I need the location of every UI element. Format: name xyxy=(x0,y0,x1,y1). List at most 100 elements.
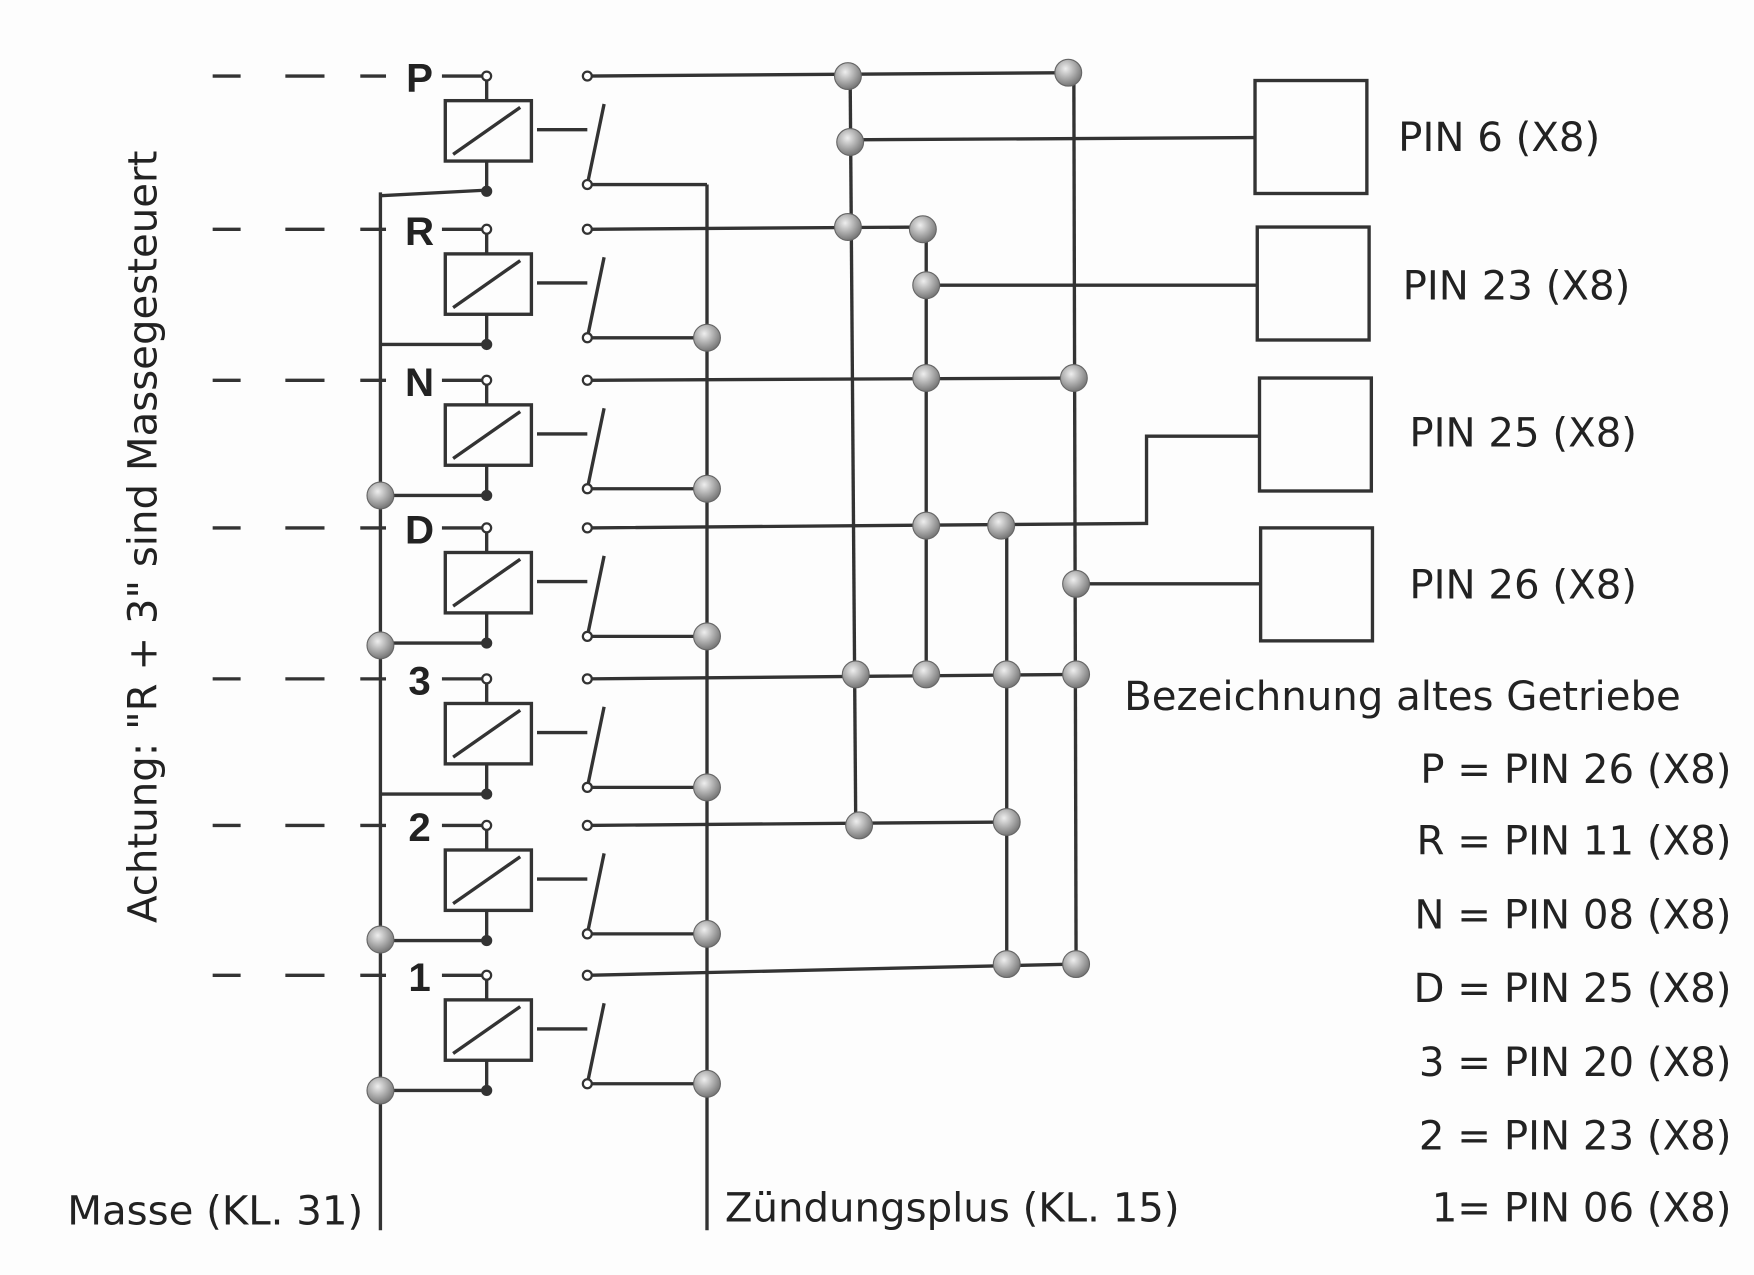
terminal-pin xyxy=(481,489,493,502)
output-label: PIN 26 (X8) xyxy=(1409,562,1637,608)
vertical-bus xyxy=(1072,72,1078,965)
terminal-pin xyxy=(581,673,593,685)
junction-node xyxy=(836,128,865,157)
coil-slash xyxy=(452,708,522,759)
terminal-pin xyxy=(481,185,493,197)
coil-slash xyxy=(452,105,522,156)
junction-node xyxy=(992,660,1021,689)
junction-node xyxy=(693,773,721,802)
coil-wire xyxy=(441,526,489,553)
terminal-pin xyxy=(581,178,593,191)
junction-node xyxy=(693,1069,721,1098)
junction-node xyxy=(366,1076,395,1105)
relay-label-N: N xyxy=(405,360,434,405)
terminal-pin xyxy=(481,819,493,831)
junction-node xyxy=(833,62,862,91)
output-box xyxy=(1257,376,1374,493)
terminal-pin xyxy=(581,374,593,386)
terminal-pin xyxy=(481,1084,493,1097)
ignition-bus-label: Zündungsplus (KL. 15) xyxy=(725,1185,1180,1231)
coil-slash xyxy=(452,557,522,608)
coil-slash xyxy=(452,410,522,460)
output-label: PIN 23 (X8) xyxy=(1403,264,1631,310)
terminal-pin xyxy=(481,223,493,235)
contact-D xyxy=(587,434,1260,530)
terminal-pin xyxy=(481,935,493,947)
terminal-pin xyxy=(481,969,493,981)
junction-node xyxy=(987,511,1016,540)
legend-item: 1= PIN 06 (X8) xyxy=(1432,1185,1732,1231)
relay-label-P: P xyxy=(406,56,433,101)
junction-node xyxy=(693,919,721,948)
junction-node xyxy=(992,808,1021,837)
output-box xyxy=(1258,526,1375,643)
coil-wire xyxy=(441,973,489,1000)
terminal-pin xyxy=(581,483,593,495)
junction-node xyxy=(992,950,1021,979)
contact-R xyxy=(587,225,923,231)
switch-blade xyxy=(585,706,606,788)
junction-node xyxy=(1062,569,1091,598)
terminal-pin xyxy=(581,70,593,82)
terminal-pin xyxy=(481,788,493,800)
ground-wire xyxy=(380,188,487,198)
terminal-pin xyxy=(581,223,593,235)
junction-node xyxy=(1054,58,1083,87)
junction-node xyxy=(693,474,721,503)
output-box xyxy=(1255,225,1371,342)
relay-label-D: D xyxy=(405,508,434,553)
output-box xyxy=(1253,78,1369,196)
junction-node xyxy=(693,622,721,651)
contact-P xyxy=(587,71,1072,78)
junction-node xyxy=(366,631,395,660)
junction-node xyxy=(908,215,937,244)
junction-node xyxy=(1062,950,1091,979)
junction-node xyxy=(366,925,395,954)
relay-label-3: 3 xyxy=(408,659,430,704)
legend-item: P = PIN 26 (X8) xyxy=(1420,747,1731,793)
terminal-pin xyxy=(581,1078,593,1090)
terminal-pin xyxy=(481,637,493,649)
junction-node xyxy=(1062,660,1091,689)
switch-blade xyxy=(585,555,606,637)
vertical-bus xyxy=(848,76,858,826)
terminal-pin xyxy=(581,781,593,793)
junction-node xyxy=(366,481,395,510)
coil-wire xyxy=(441,677,489,704)
coil-wire xyxy=(441,823,489,850)
contact-2 xyxy=(587,820,1007,828)
legend-item: R = PIN 11 (X8) xyxy=(1417,818,1732,864)
legend-item: N = PIN 08 (X8) xyxy=(1414,892,1731,938)
output-label: PIN 25 (X8) xyxy=(1409,410,1637,456)
junction-node xyxy=(912,511,941,540)
warning-text: Achtung: "R + 3" sind Massegesteuert xyxy=(121,151,167,923)
junction-node xyxy=(841,660,870,689)
terminal-pin xyxy=(481,673,493,685)
relay-label-R: R xyxy=(405,209,434,254)
ground-bus-label: Masse (KL. 31) xyxy=(67,1189,363,1235)
terminal-pin xyxy=(581,522,593,534)
contact-N xyxy=(587,376,1074,382)
terminal-pin xyxy=(481,70,493,82)
legend-title: Bezeichnung altes Getriebe xyxy=(1124,674,1681,720)
coil-slash xyxy=(452,259,522,309)
junction-node xyxy=(1059,364,1088,393)
output-wire xyxy=(850,135,1256,142)
legend-item: 2 = PIN 23 (X8) xyxy=(1419,1114,1732,1160)
terminal-pin xyxy=(581,630,593,642)
junction-node xyxy=(912,364,941,393)
switch-blade xyxy=(585,853,606,935)
switch-blade xyxy=(585,103,606,185)
coil-slash xyxy=(452,1005,522,1055)
coil-wire xyxy=(441,378,489,405)
relay-label-1: 1 xyxy=(408,955,430,1000)
terminal-pin xyxy=(581,969,593,981)
terminal-pin xyxy=(581,819,593,831)
terminal-pin xyxy=(581,332,593,344)
terminal-pin xyxy=(481,374,493,386)
coil-wire xyxy=(441,74,489,101)
terminal-pin xyxy=(481,522,493,534)
junction-node xyxy=(693,323,721,352)
